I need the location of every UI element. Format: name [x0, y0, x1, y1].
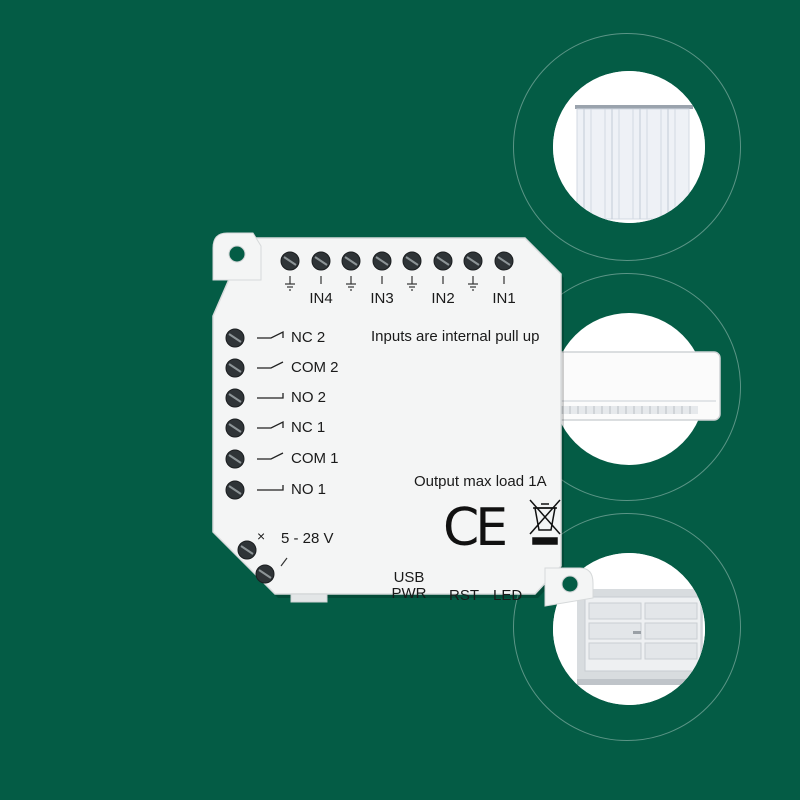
rst-label: RST	[449, 587, 479, 604]
curtain-ring	[513, 33, 741, 261]
gate-circle	[553, 553, 705, 705]
power-symbol: ×	[257, 528, 266, 544]
relay-label-com2: COM 2	[291, 359, 339, 376]
input-label-in4: IN4	[309, 290, 333, 307]
usb-label: USB	[393, 569, 425, 586]
pwr-label: PWR	[391, 585, 427, 602]
input-terminals	[280, 251, 514, 291]
ce-mark: CE	[443, 498, 508, 558]
inputs-note: Inputs are internal pull up	[371, 328, 540, 345]
air-conditioner-icon: Panasonic	[529, 351, 721, 421]
curtain-icon	[553, 71, 705, 223]
relay-label-nc2: NC 2	[291, 329, 326, 346]
power-terminals	[237, 540, 288, 584]
led-label: LED	[493, 587, 523, 604]
crossed-out-bin-icon	[529, 499, 561, 545]
power-label: 5 - 28 V	[281, 530, 334, 547]
output-note: Output max load 1A	[414, 473, 547, 490]
module-body	[212, 232, 594, 607]
input-label-in2: IN2	[431, 290, 455, 307]
usb-pwr-label: USB PWR	[392, 570, 427, 602]
relay-terminals	[225, 328, 284, 500]
gate-ring	[513, 513, 741, 741]
relay-label-nc1: NC 1	[291, 419, 326, 436]
relay-label-no2: NO 2	[291, 389, 327, 406]
relay-module: IN4 IN3 IN2 IN1 Inputs are internal pull…	[205, 228, 600, 618]
gate-icon	[553, 553, 705, 705]
relay-label-no1: NO 1	[291, 481, 327, 498]
input-label-in3: IN3	[370, 290, 394, 307]
relay-label-com1: COM 1	[291, 450, 339, 467]
curtain-circle	[553, 71, 705, 223]
input-label-in1: IN1	[492, 290, 516, 307]
